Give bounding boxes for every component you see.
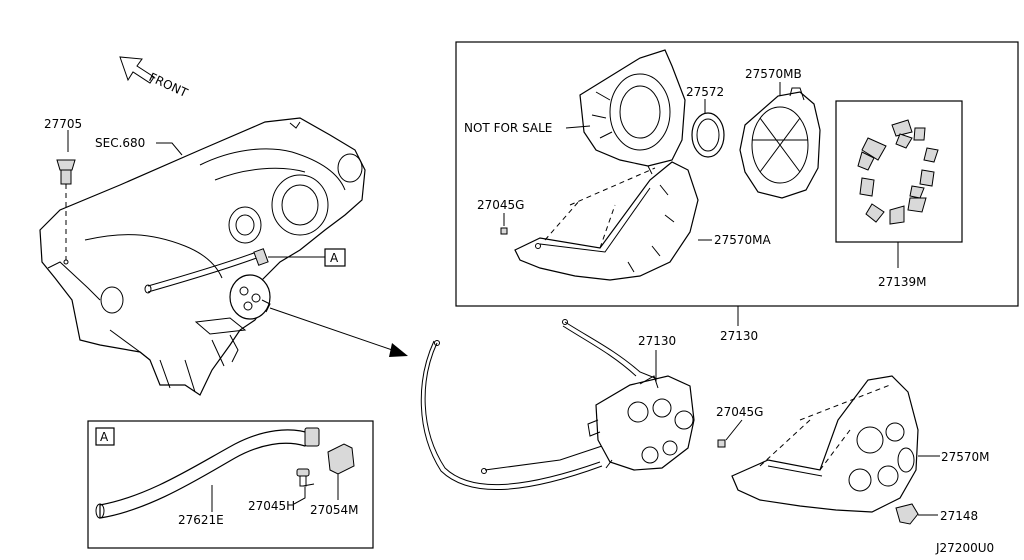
duct-hose-27621E-drawing — [95, 427, 320, 519]
screw-27045H-drawing — [296, 468, 315, 487]
part-label-27705: 27705 — [44, 117, 82, 131]
exploded-view-box — [455, 41, 1019, 307]
drawing-number: J27200U0 — [935, 541, 994, 555]
part-label-27139M: 27139M — [878, 275, 927, 289]
knob-segments-27139M-drawing — [857, 119, 939, 225]
section-ref-label: SEC.680 — [95, 136, 145, 150]
part-label-27130-group: 27130 — [720, 329, 758, 343]
connector-27054M-drawing — [327, 443, 355, 500]
ring-27572-drawing — [691, 112, 725, 158]
clip-27705-drawing — [56, 159, 76, 265]
detail-box-a — [87, 420, 374, 549]
cover-27570MA-drawing — [514, 161, 699, 281]
knob-set-box — [835, 100, 963, 243]
part-label-27572: 27572 — [686, 85, 724, 99]
not-for-sale-label: NOT FOR SALE — [464, 121, 552, 135]
bezel-27570MB-drawing — [739, 87, 821, 199]
finisher-assembly-drawing — [579, 49, 686, 175]
part-label-27148: 27148 — [940, 509, 978, 523]
part-label-27045G-upper: 27045G — [477, 198, 524, 212]
part-label-27570MA: 27570MA — [714, 233, 772, 247]
part-label-27045G-lower: 27045G — [716, 405, 763, 419]
part-label-27570MB: 27570MB — [745, 67, 802, 81]
pointer-arrow-icon — [389, 343, 408, 357]
callout-label-a: A — [330, 251, 339, 265]
screw-27045G-lower-drawing — [717, 439, 726, 448]
instrument-panel-drawing — [39, 117, 366, 396]
screw-27045G-upper-drawing — [500, 227, 508, 235]
heater-control-unit-27130-drawing — [587, 375, 695, 471]
clip-27148-drawing — [895, 503, 919, 525]
front-arrow-icon — [119, 56, 155, 84]
part-label-27045H: 27045H — [248, 499, 295, 513]
cable-drawing — [420, 319, 661, 490]
finisher-27570M-drawing — [731, 375, 919, 513]
detail-callout-box-a — [95, 427, 115, 446]
callout-box-a — [324, 248, 346, 267]
part-label-27570M: 27570M — [941, 450, 990, 464]
part-label-27621E: 27621E — [178, 513, 224, 527]
front-label: FRONT — [147, 70, 191, 100]
part-label-27054M: 27054M — [310, 503, 359, 517]
part-label-27130: 27130 — [638, 334, 676, 348]
detail-callout-label-a: A — [100, 430, 109, 444]
